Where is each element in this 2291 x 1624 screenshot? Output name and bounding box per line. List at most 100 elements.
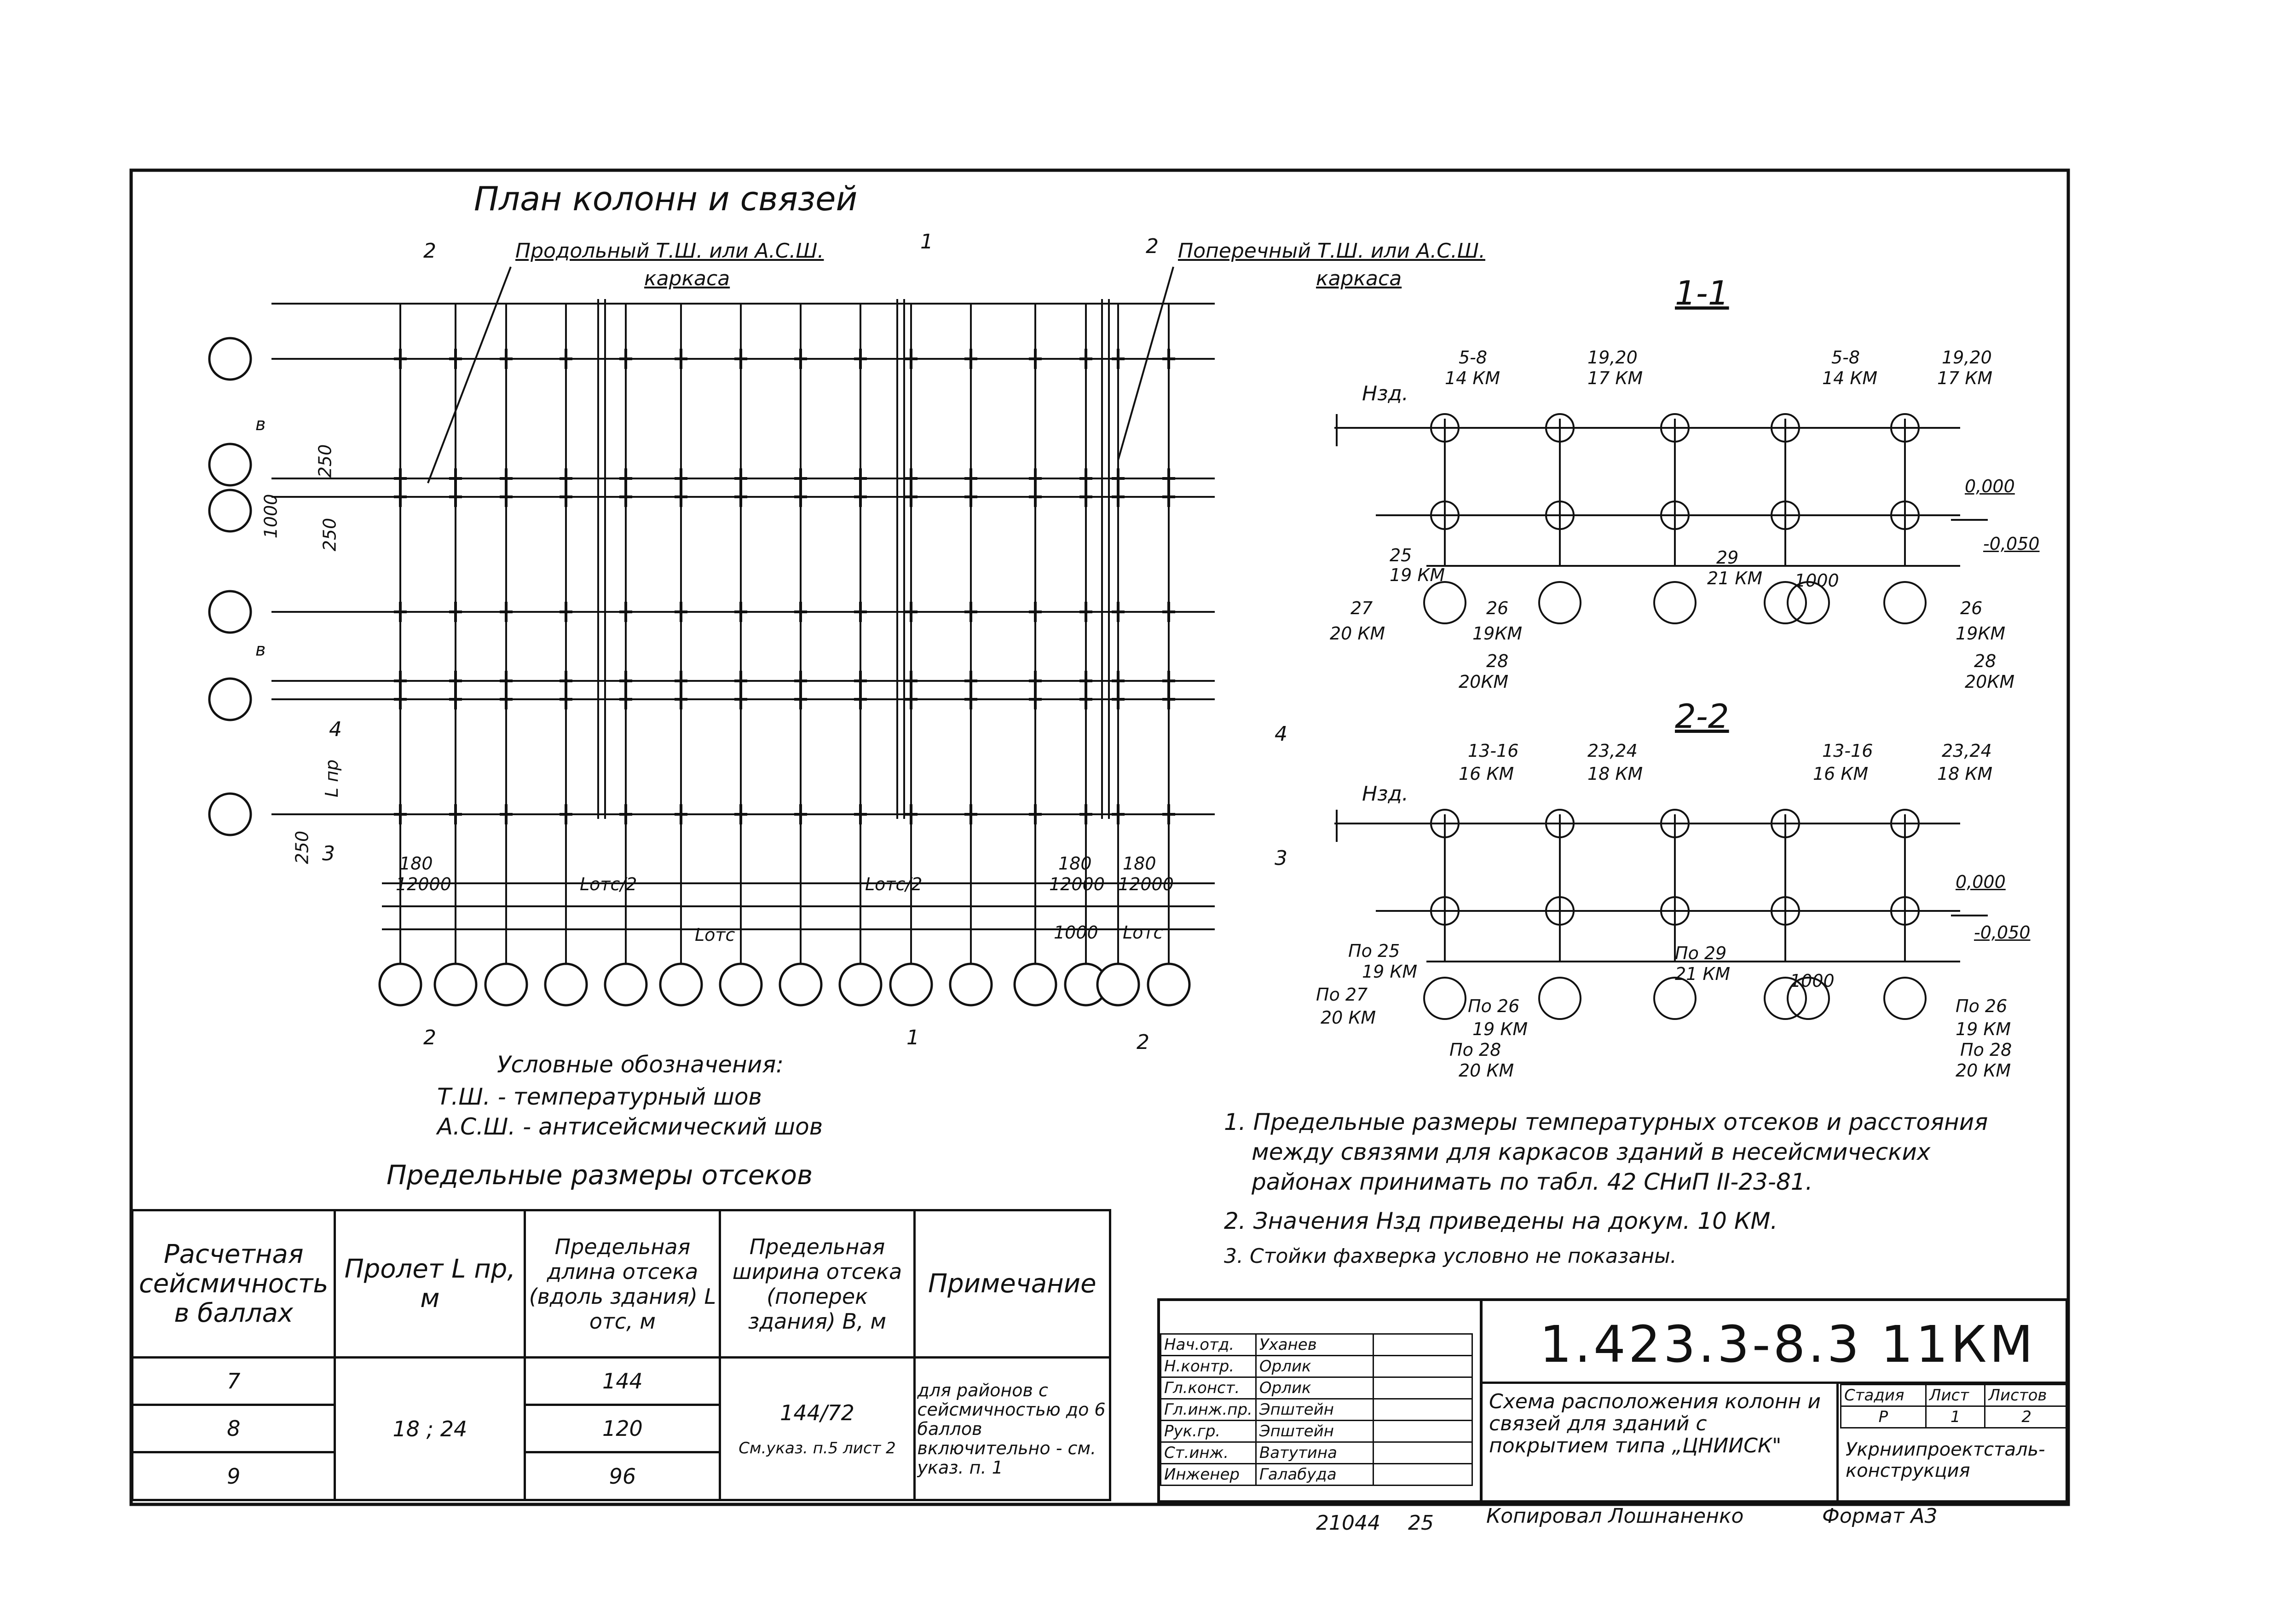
row-length-144: 144 <box>524 1356 721 1406</box>
grid-axis-circle <box>208 443 252 487</box>
s1-label-58-a: 5-8 <box>1459 347 1488 368</box>
section-mark-4-left: 4 <box>329 718 342 741</box>
section-node <box>1890 501 1920 530</box>
section-node <box>1890 809 1920 838</box>
section-1-title: 1-1 <box>1675 274 1729 312</box>
legend-title: Условные обозначения: <box>497 1051 784 1078</box>
grid-axis-circle <box>889 962 933 1007</box>
s2-level-minus: -0,050 <box>1974 922 2031 943</box>
stage-label: Стадия <box>1840 1384 1927 1407</box>
dim-b-top: в <box>255 414 266 434</box>
grid-axis-circle <box>1013 962 1057 1007</box>
callout-leader <box>1117 266 1174 461</box>
format: Формат А3 <box>1822 1504 1938 1528</box>
note-3: 3. Стойки фахверка условно не показаны. <box>1224 1244 1677 1268</box>
section-axis-circle <box>1764 977 1807 1020</box>
s1-label-14km-a: 14 КМ <box>1445 368 1500 388</box>
s2-label-20km: 20 КМ <box>1321 1008 1376 1028</box>
s2-label-18km-a: 18 КМ <box>1587 764 1643 784</box>
name-cell: Эпштейн <box>1255 1398 1374 1421</box>
role-cell: Гл.инж.пр. <box>1160 1398 1257 1421</box>
s2-label-po25: По 25 <box>1348 941 1400 961</box>
grid-axis-circle <box>208 590 252 634</box>
s2-label-po28: По 28 <box>1449 1040 1501 1060</box>
s2-label-po27: По 27 <box>1316 985 1368 1005</box>
organization: Укрниипроектсталь-конструкция <box>1846 1439 2045 1481</box>
copied-by: Копировал Лошнаненко <box>1486 1504 1744 1528</box>
s1-label-20km-c: 20КМ <box>1965 672 2015 692</box>
dim-12000-right: 12000 <box>1049 874 1105 894</box>
sheet-order-number: 25 <box>1408 1511 1434 1535</box>
note-1-line-3: районах принимать по табл. 42 СНиП II-23… <box>1252 1169 1813 1195</box>
section-mark-2-bottom: 2 <box>423 1026 436 1049</box>
callout-transverse: Поперечный Т.Ш. или А.С.Ш. <box>1178 239 1485 263</box>
sheet-value: 1 <box>1925 1405 1986 1428</box>
signature-row: Гл.инж.пр.Эпштейн <box>1160 1398 1473 1421</box>
section-mark-2-bottom-right: 2 <box>1137 1031 1149 1054</box>
s1-label-1920-b: 19,20 <box>1942 347 1992 368</box>
section-axis-circle <box>1423 977 1466 1020</box>
s1-label-27: 27 <box>1350 598 1373 618</box>
section-node <box>1545 896 1575 926</box>
role-cell: Н.контр. <box>1160 1355 1257 1378</box>
role-cell: Ст.инж. <box>1160 1441 1257 1464</box>
dim-lotc-full: Lотс <box>695 925 735 945</box>
grid-axis-circle <box>208 337 252 381</box>
grid-axis-circle <box>433 962 478 1007</box>
drawing-frame <box>129 168 2070 1506</box>
grid-axis-circle <box>659 962 703 1007</box>
table-caption: Предельные размеры отсеков <box>387 1159 813 1191</box>
row-seismic-9: 9 <box>131 1451 336 1501</box>
s2-label-20km-c: 20 КМ <box>1956 1060 2011 1081</box>
section-axis-circle <box>1883 977 1927 1020</box>
header-span: Пролет L пр, м <box>334 1209 526 1359</box>
note-1-line-1: 1. Предельные размеры температурных отсе… <box>1224 1109 1988 1135</box>
section-axis-circle <box>1764 581 1807 624</box>
s1-label-17km-a: 17 КМ <box>1587 368 1643 388</box>
section-node <box>1771 809 1800 838</box>
name-cell: Эпштейн <box>1255 1420 1374 1443</box>
section-node <box>1545 501 1575 530</box>
s1-label-20km: 20 КМ <box>1330 623 1385 644</box>
signature-row: Гл.конст.Орлик <box>1160 1376 1473 1399</box>
dim-12000-left: 12000 <box>396 874 451 894</box>
signature-row: Н.контр.Орлик <box>1160 1355 1473 1378</box>
s2-label-20km-b: 20 КМ <box>1459 1060 1514 1081</box>
cell-remark: для районов с сейсмичностью до 6 баллов … <box>913 1356 1112 1501</box>
name-cell: Орлик <box>1255 1355 1374 1378</box>
callout-leader <box>427 266 512 484</box>
dim-180-left: 180 <box>399 853 433 874</box>
s1-label-20km-b: 20КМ <box>1459 672 1509 692</box>
signature-cell <box>1372 1398 1473 1421</box>
drawing-description: Схема расположения колонн и связей для з… <box>1489 1390 1821 1457</box>
legend-line-2: А.С.Ш. - антисейсмический шов <box>437 1113 823 1140</box>
s1-label-29: 29 <box>1716 547 1739 568</box>
name-cell: Уханев <box>1255 1333 1374 1356</box>
s1-label-19km-b: 19КМ <box>1472 623 1523 644</box>
hzd-label-1: Нзд. <box>1362 382 1408 405</box>
cell-width-value: 144/72 <box>780 1400 854 1425</box>
s2-label-po29: По 29 <box>1675 943 1727 963</box>
sizes-table: Расчетная сейсмичность в баллах Пролет L… <box>131 1209 1112 1501</box>
dim-lotc-half-left: Lотс/2 <box>580 874 637 894</box>
signature-cell <box>1372 1420 1473 1443</box>
s2-label-21km: 21 КМ <box>1675 964 1731 984</box>
s1-label-1920-a: 19,20 <box>1587 347 1638 368</box>
row-length-120: 120 <box>524 1404 721 1453</box>
stage-table: Стадия Лист Листов Р 1 2 <box>1840 1384 2069 1428</box>
s2-label-19km-b: 19 КМ <box>1472 1019 1528 1039</box>
section-axis-circle <box>1423 581 1466 624</box>
grid-axis-circle <box>208 489 252 533</box>
name-cell: Галабуда <box>1255 1463 1374 1486</box>
s2-label-1316-b: 13-16 <box>1822 741 1873 761</box>
signature-cell <box>1372 1376 1473 1399</box>
row-seismic-7: 7 <box>131 1356 336 1406</box>
s2-label-19km-c: 19 КМ <box>1956 1019 2011 1039</box>
section-mark-4-right: 4 <box>1275 722 1287 746</box>
s2-level-0: 0,000 <box>1956 872 2006 892</box>
section-node <box>1660 413 1690 443</box>
callout-longitudinal: Продольный Т.Ш. или А.С.Ш. <box>515 239 824 263</box>
